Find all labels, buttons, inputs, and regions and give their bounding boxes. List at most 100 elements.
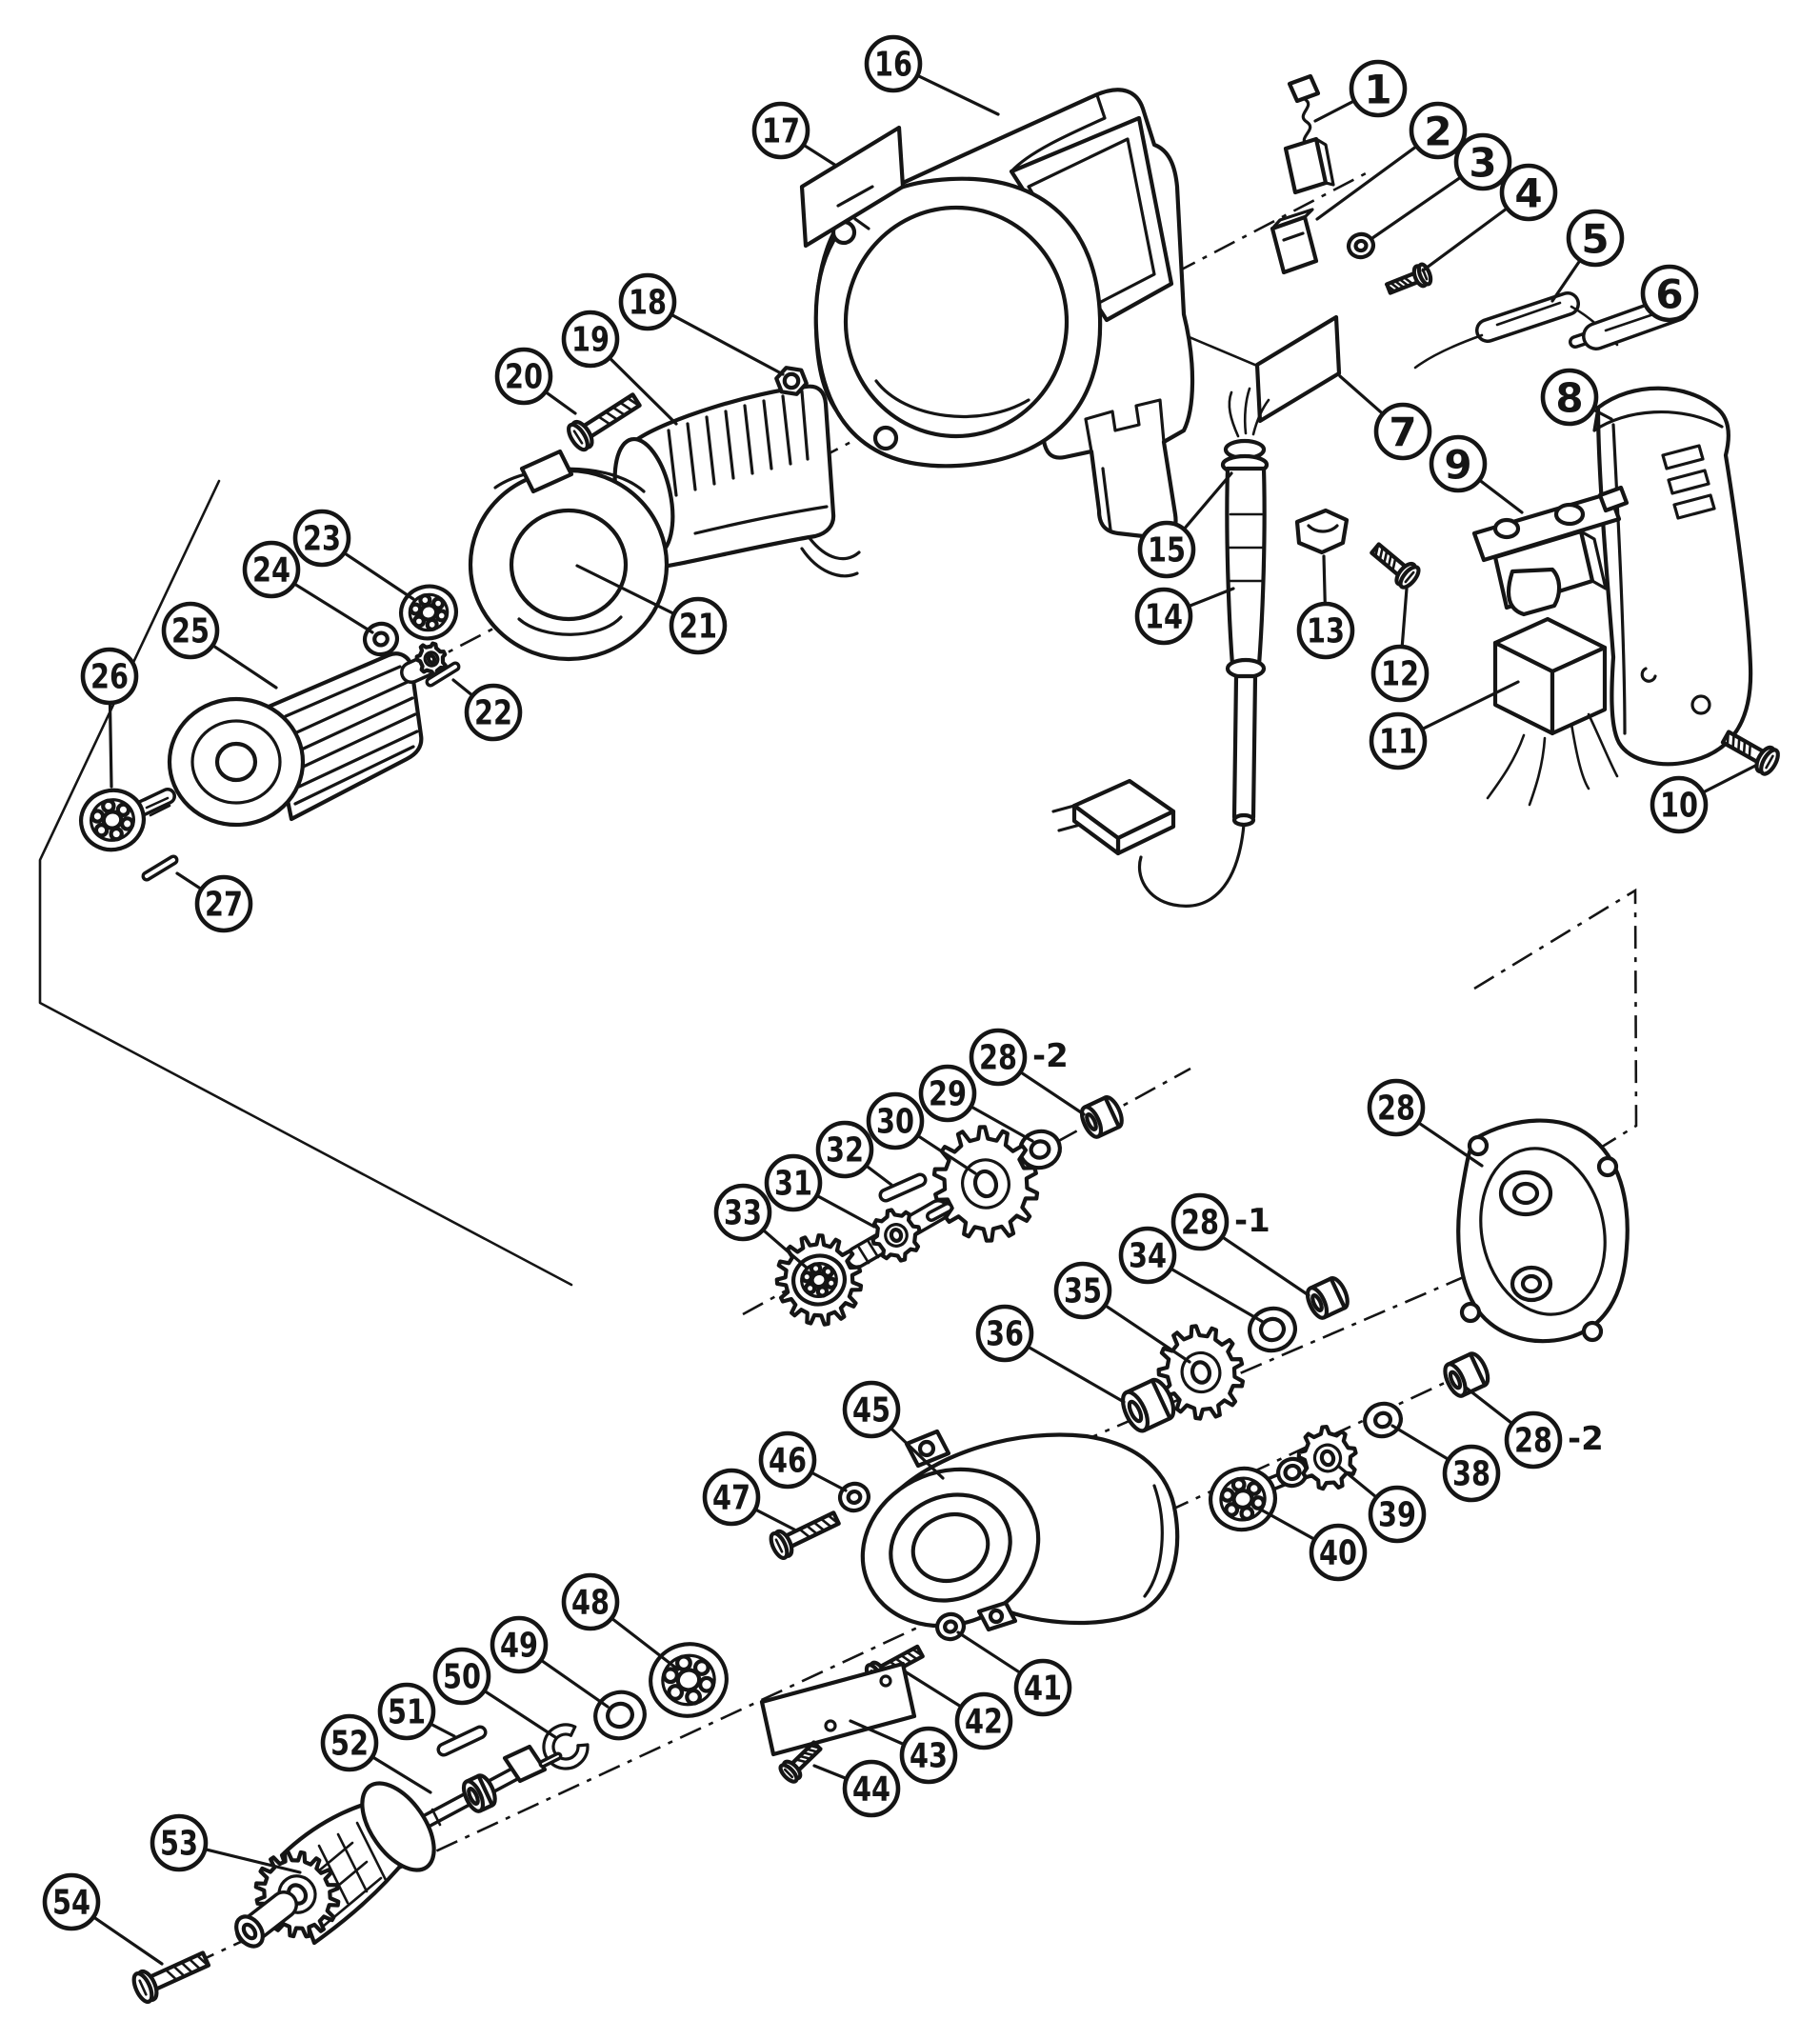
- leader-line-4: [1421, 207, 1510, 272]
- part-16-motor-housing: [813, 88, 1195, 540]
- leader-line-29: [969, 1105, 1034, 1143]
- leader-line-20: [544, 390, 577, 415]
- balloon-41: 41: [956, 1630, 1072, 1717]
- svg-text:18: 18: [629, 284, 667, 323]
- part-20-screw: [567, 392, 642, 452]
- balloon-30: 30: [866, 1091, 977, 1175]
- leader-line-53: [203, 1848, 302, 1874]
- balloon-4: 4: [1421, 163, 1558, 272]
- part-11-capacitor-box: [1486, 616, 1619, 807]
- leader-line-35: [1103, 1303, 1191, 1364]
- svg-text:9: 9: [1444, 442, 1471, 489]
- part-10-screw: [1720, 730, 1780, 776]
- svg-text:16: 16: [874, 46, 912, 85]
- part-32-key: [878, 1172, 928, 1203]
- leader-line-40: [1257, 1507, 1317, 1542]
- part-15-cord-wires: [1228, 387, 1270, 438]
- balloon-20: 20: [494, 347, 577, 415]
- leader-line-2: [1315, 144, 1419, 221]
- leader-line-8: [1591, 408, 1613, 421]
- leader-line-43: [849, 1719, 906, 1747]
- svg-text:28: 28: [1514, 1422, 1552, 1461]
- part-51-key: [436, 1725, 488, 1757]
- balloon-21: 21: [575, 564, 728, 655]
- balloon-2: 2: [1315, 101, 1468, 221]
- balloon-18: 18: [618, 272, 785, 376]
- balloon-36: 36: [975, 1304, 1126, 1404]
- part-39-clutch-pinion: [1259, 1425, 1358, 1493]
- svg-text:31: 31: [774, 1165, 812, 1204]
- balloon-25: 25: [161, 601, 278, 690]
- leader-line-47: [753, 1508, 796, 1531]
- svg-text:23: 23: [303, 520, 341, 559]
- balloon-5: 5: [1550, 209, 1625, 303]
- leader-line-48: [610, 1616, 680, 1671]
- leader-line-15: [1182, 471, 1233, 531]
- part-30-gear: [931, 1125, 1040, 1243]
- svg-text:4: 4: [1514, 170, 1542, 217]
- balloon-14: 14: [1134, 587, 1235, 646]
- balloon-12: 12: [1370, 587, 1430, 703]
- leader-line-28-1: [1220, 1235, 1310, 1297]
- part-43-brush-plate: [759, 1661, 917, 1757]
- svg-text:36: 36: [986, 1315, 1024, 1354]
- svg-text:43: 43: [910, 1737, 948, 1776]
- balloon-47: 47: [702, 1468, 796, 1531]
- part-14-cord-guard: [1220, 387, 1270, 828]
- balloon-7: 7: [1338, 374, 1432, 461]
- svg-text:-1: -1: [1234, 1202, 1270, 1240]
- leader-line-36: [1026, 1345, 1126, 1404]
- svg-text:39: 39: [1378, 1496, 1416, 1535]
- svg-text:10: 10: [1660, 787, 1698, 826]
- svg-text:6: 6: [1655, 271, 1683, 318]
- leader-line-45: [889, 1426, 945, 1480]
- balloon-40: 40: [1257, 1507, 1368, 1582]
- part-54-screw: [131, 1950, 211, 2004]
- part-35-gear: [1156, 1324, 1246, 1421]
- balloon-28-2: 28-2: [969, 1028, 1086, 1116]
- leader-line-27: [175, 871, 204, 891]
- leader-line-32: [864, 1164, 893, 1187]
- balloon-39: 39: [1337, 1465, 1427, 1544]
- leader-line-34: [1169, 1267, 1265, 1324]
- balloon-38: 38: [1390, 1424, 1501, 1503]
- balloon-9: 9: [1429, 434, 1524, 514]
- svg-text:-2: -2: [1568, 1420, 1604, 1458]
- balloon-1: 1: [1313, 59, 1408, 123]
- leader-line-28-2: [1018, 1070, 1086, 1116]
- svg-text:17: 17: [762, 112, 800, 151]
- part-33-gear-bearing: [774, 1233, 864, 1327]
- balloon-49: 49: [490, 1615, 610, 1709]
- balloon-31: 31: [764, 1153, 876, 1229]
- leader-line-28-2: [1463, 1385, 1514, 1426]
- balloon-42: 42: [903, 1670, 1013, 1750]
- part-31-pinion-shaft: [846, 1199, 953, 1269]
- balloon-17: 17: [751, 101, 838, 168]
- leader-line-10: [1701, 763, 1759, 794]
- armature-pinion: [414, 641, 448, 677]
- part-7-label-plate: [1254, 314, 1342, 424]
- svg-text:41: 41: [1024, 1670, 1062, 1709]
- leader-line-30: [915, 1133, 977, 1175]
- leader-line-12: [1400, 587, 1409, 649]
- part-8-handle-cover: [1592, 386, 1753, 767]
- leader-line-26: [108, 701, 113, 789]
- balloon-11: 11: [1369, 680, 1520, 770]
- svg-text:28: 28: [1377, 1090, 1415, 1129]
- balloon-15: 15: [1137, 471, 1233, 579]
- balloon-8: 8: [1540, 368, 1613, 427]
- svg-text:24: 24: [252, 551, 290, 590]
- leader-line-19: [608, 356, 678, 426]
- part-49-washer: [593, 1690, 647, 1741]
- balloon-29: 29: [918, 1064, 1034, 1143]
- svg-text:22: 22: [474, 694, 512, 733]
- svg-text:12: 12: [1381, 655, 1419, 694]
- svg-text:25: 25: [171, 612, 210, 651]
- part-45-gear-case: [860, 1429, 1180, 1632]
- balloon-6: 6: [1640, 264, 1699, 323]
- balloon-43: 43: [849, 1719, 958, 1785]
- part-27-pin: [141, 854, 179, 882]
- svg-text:20: 20: [505, 358, 543, 397]
